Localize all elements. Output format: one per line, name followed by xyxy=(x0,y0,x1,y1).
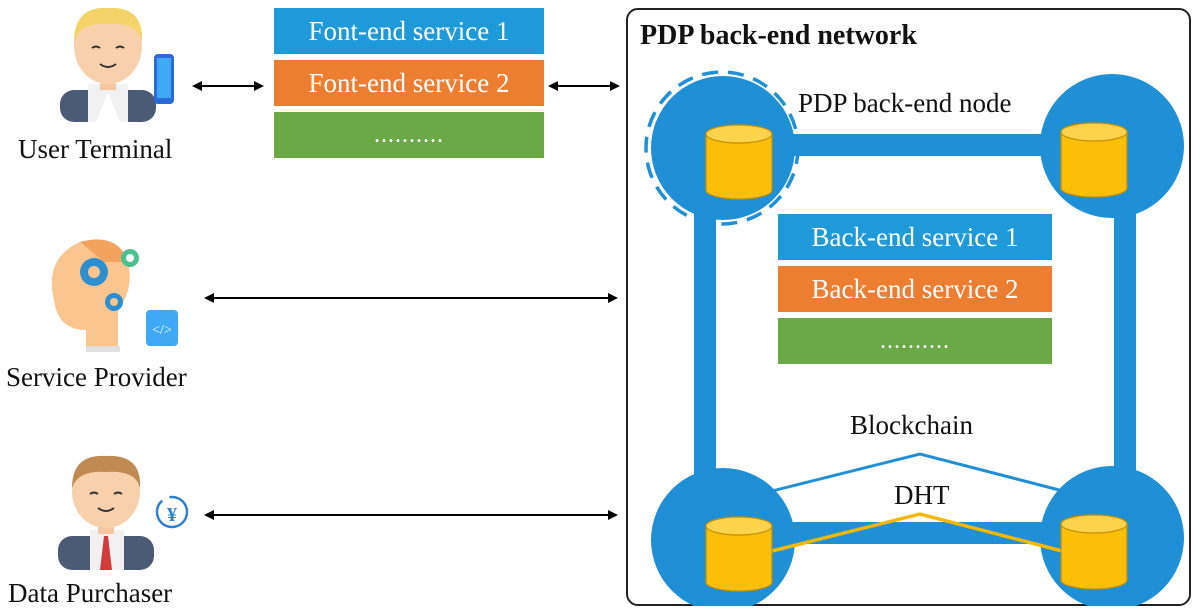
code-file-icon: </> xyxy=(146,310,178,346)
dht-line xyxy=(767,512,1067,554)
service-provider-label: Service Provider xyxy=(6,362,187,392)
network-topology xyxy=(644,70,1184,606)
backend-service-1: Back-end service 1 xyxy=(778,214,1052,260)
svg-text:</>: </> xyxy=(152,323,172,338)
backend-node-label: PDP back-end node xyxy=(796,88,1014,119)
backend-network-title: PDP back-end network xyxy=(640,20,917,51)
database-icon xyxy=(705,516,773,592)
database-icon xyxy=(1060,514,1128,590)
backend-service-2: Back-end service 2 xyxy=(778,266,1052,312)
user-terminal-icon xyxy=(60,7,156,122)
blockchain-line xyxy=(743,452,1091,500)
data-purchaser-icon xyxy=(58,455,154,570)
user-terminal-label: User Terminal xyxy=(18,134,173,164)
dht-label: DHT xyxy=(894,480,950,510)
data-purchaser-label: Data Purchaser xyxy=(8,578,173,608)
phone-icon xyxy=(154,54,174,104)
node-highlight-ring xyxy=(644,70,800,226)
database-icon xyxy=(1060,122,1128,198)
link-bottom xyxy=(766,522,1066,544)
frontend-service-more: .......... xyxy=(274,112,544,158)
link-left xyxy=(694,194,716,494)
database-icon xyxy=(705,124,773,200)
yuan-coin-icon: ¥ xyxy=(155,495,189,529)
link-right xyxy=(1114,194,1136,494)
backend-network-container xyxy=(626,8,1191,606)
svg-text:¥: ¥ xyxy=(167,504,177,526)
backend-service-more: .......... xyxy=(778,318,1052,364)
link-top xyxy=(766,134,1066,156)
blockchain-label: Blockchain xyxy=(850,410,973,440)
actor-icons-layer: </> ¥ xyxy=(51,7,620,570)
service-provider-icon xyxy=(51,239,139,352)
frontend-service-2: Font-end service 2 xyxy=(274,60,544,106)
frontend-service-1: Font-end service 1 xyxy=(274,8,544,54)
